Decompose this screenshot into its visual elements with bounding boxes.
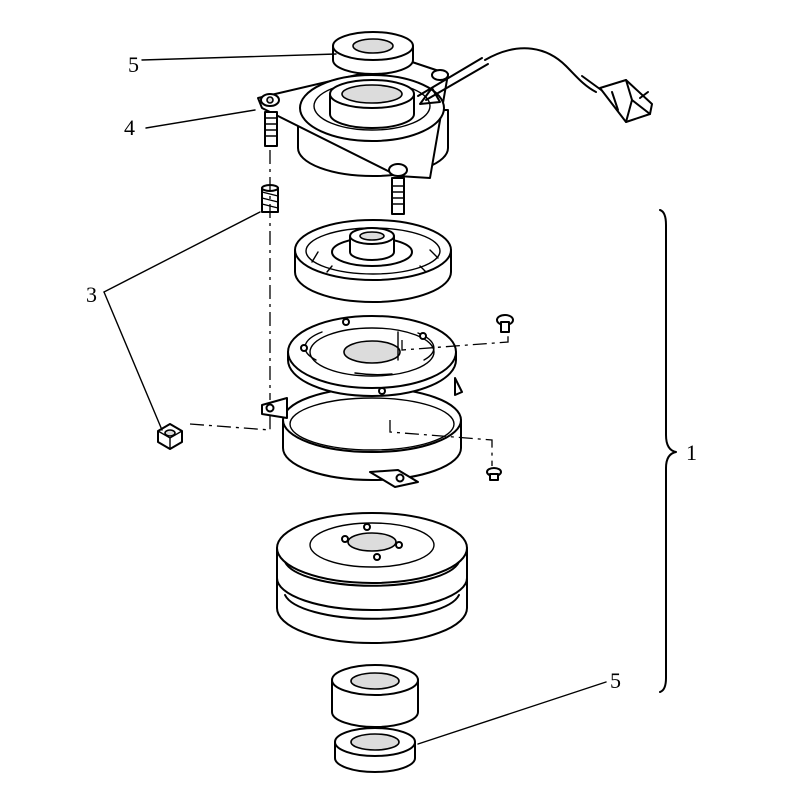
bottom-spacer — [331, 664, 419, 728]
brake-plate — [287, 315, 457, 397]
callout-4-bracket: 4 — [124, 115, 135, 140]
wire-connector — [599, 79, 653, 123]
rivet-lower — [486, 467, 502, 481]
callout-5-top-bearing: 5 — [128, 52, 139, 77]
wire-harness — [417, 47, 605, 105]
leader-lines — [103, 53, 607, 745]
pulley — [276, 512, 468, 644]
alignment-lines — [189, 150, 509, 466]
stud-left — [264, 111, 278, 147]
bottom-bearing — [334, 727, 416, 773]
top-bearing — [332, 31, 414, 75]
field-coil-bracket — [257, 61, 449, 179]
brake-shield — [261, 377, 463, 488]
assembly-brace — [659, 209, 677, 693]
rivet-upper — [496, 314, 514, 333]
stud-right — [391, 177, 405, 215]
callout-5-bottom-bearing: 5 — [610, 668, 621, 693]
callout-3-hardware: 3 — [86, 282, 97, 307]
rotor — [294, 219, 452, 303]
nut — [157, 423, 183, 450]
callout-1-assembly: 1 — [686, 440, 697, 465]
